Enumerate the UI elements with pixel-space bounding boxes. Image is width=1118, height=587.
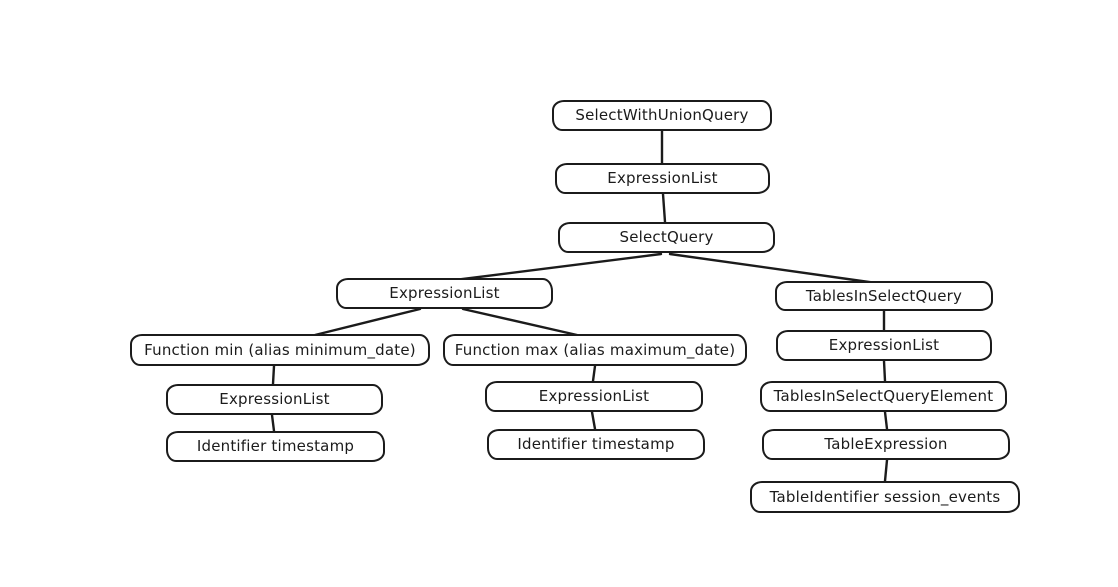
node-expression-list-root: ExpressionList <box>555 163 770 194</box>
tree-edge <box>591 364 597 383</box>
node-select-query: SelectQuery <box>558 222 775 253</box>
tree-edge <box>270 413 276 433</box>
tree-edge <box>271 364 276 386</box>
tree-edge <box>882 359 887 383</box>
tree-edge <box>313 307 422 337</box>
node-tables-in-select-query-element: TablesInSelectQueryElement <box>760 381 1007 412</box>
node-expression-list-min: ExpressionList <box>166 384 383 415</box>
node-select-with-union-query: SelectWithUnionQuery <box>552 100 772 131</box>
node-function-min-alias-minimum-date: Function min (alias minimum_date) <box>130 334 430 366</box>
node-tables-in-select-query: TablesInSelectQuery <box>775 281 993 311</box>
tree-edge <box>661 192 667 224</box>
tree-edge <box>461 307 579 337</box>
node-table-identifier-session-events: TableIdentifier session_events <box>750 481 1020 513</box>
tree-edge <box>883 458 889 483</box>
tree-edge <box>590 410 597 431</box>
node-expression-list-max: ExpressionList <box>485 381 703 412</box>
node-identifier-timestamp-min: Identifier timestamp <box>166 431 385 462</box>
tree-edge <box>668 252 878 285</box>
node-identifier-timestamp-max: Identifier timestamp <box>487 429 705 460</box>
node-table-expression: TableExpression <box>762 429 1010 460</box>
node-expression-list-tables: ExpressionList <box>776 330 992 361</box>
tree-edge <box>453 252 663 282</box>
tree-edge <box>883 410 889 431</box>
node-expression-list-select: ExpressionList <box>336 278 553 309</box>
node-function-max-alias-maximum-date: Function max (alias maximum_date) <box>443 334 747 366</box>
